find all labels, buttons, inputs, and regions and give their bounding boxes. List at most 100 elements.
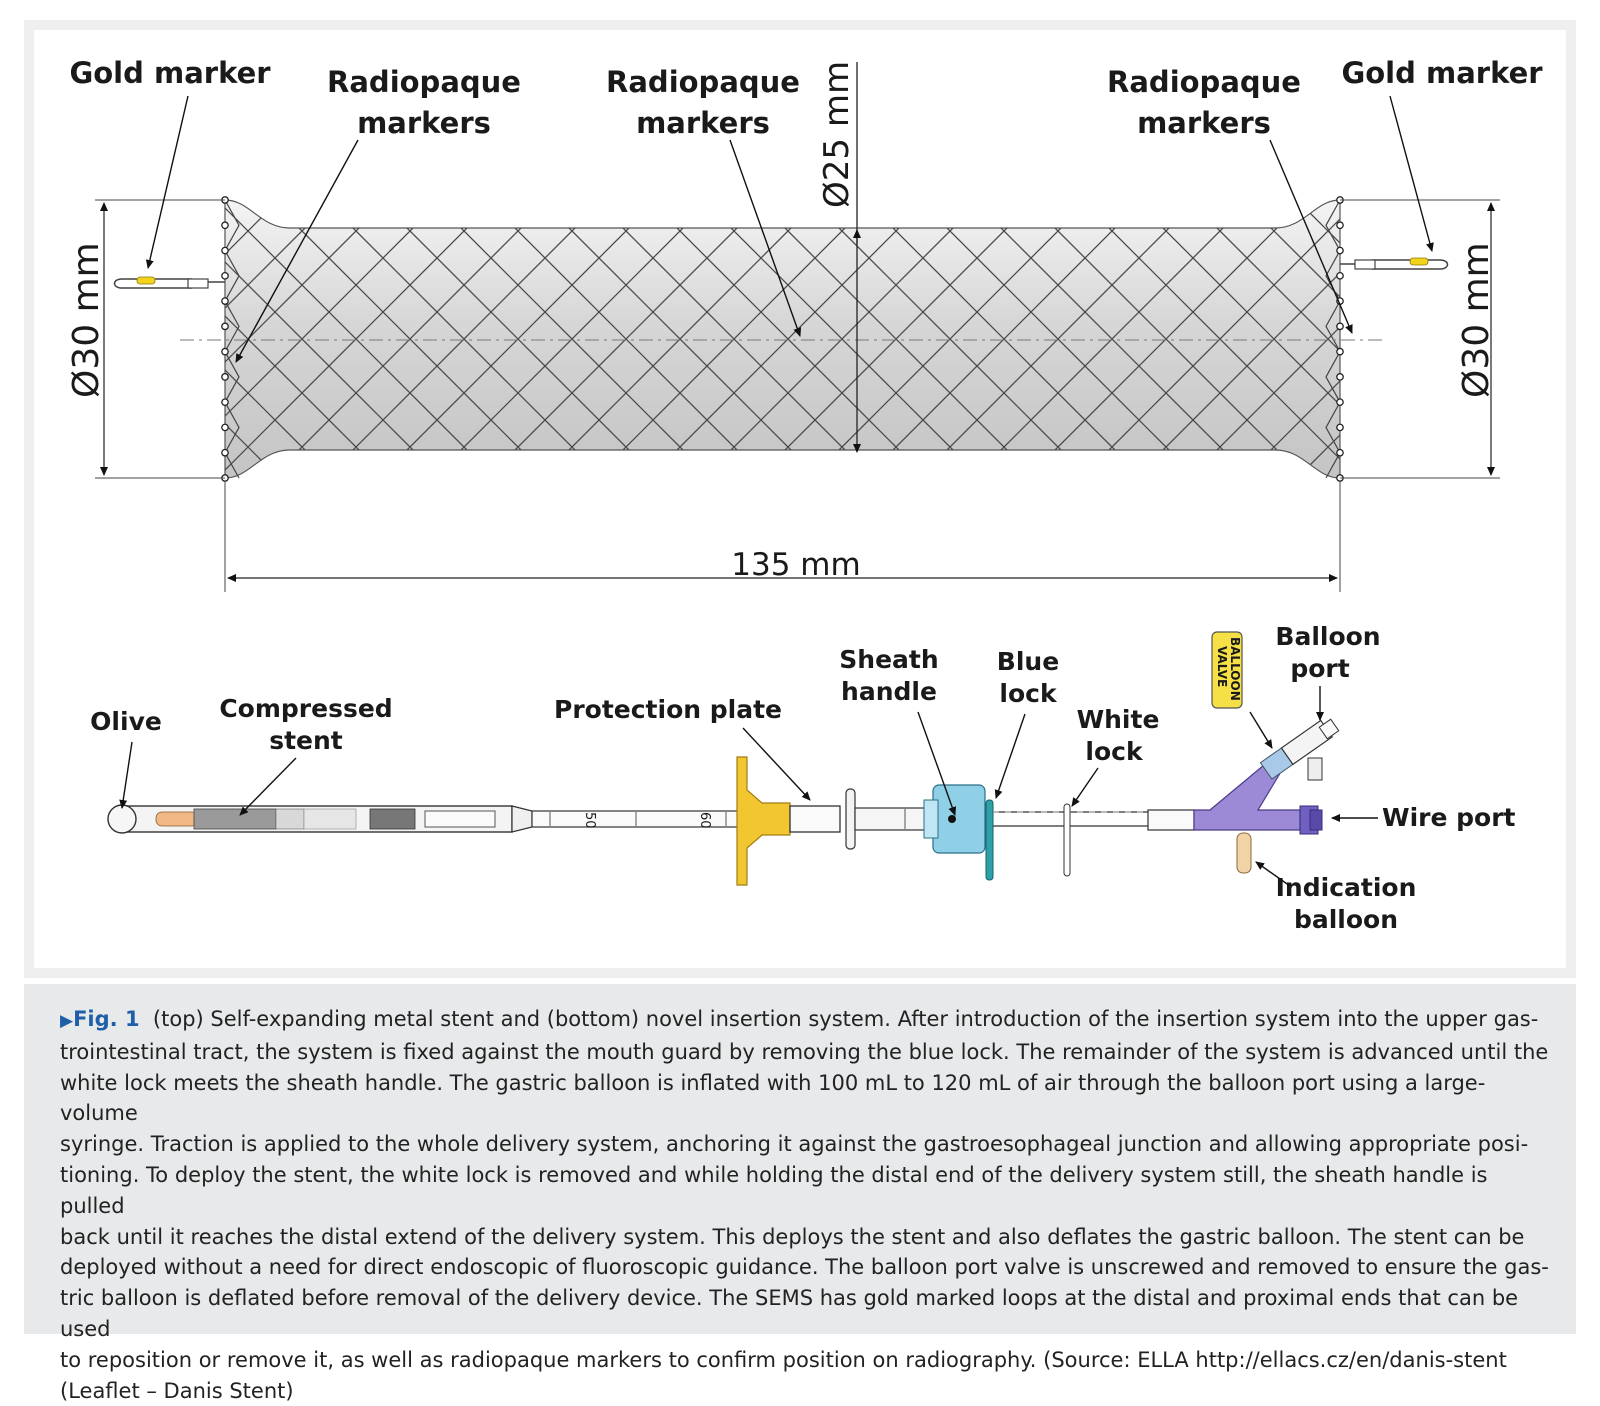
- caption-line-8: tric balloon is deflated before removal …: [60, 1286, 1519, 1341]
- balloon-port-assembly: [1259, 718, 1340, 781]
- radiopaque-marker-dot: [221, 423, 229, 432]
- label-balloon-port-1: Balloon: [1275, 622, 1380, 651]
- scale-label-60: 60: [697, 812, 712, 829]
- radiopaque-marker-dot: [1336, 373, 1344, 381]
- label-blue-lock-1: Blue: [997, 647, 1059, 676]
- stent-wire: [486, 200, 766, 478]
- caption-line-text: (top) Self-expanding metal stent and (bo…: [152, 1007, 1539, 1031]
- radiopaque-marker-dot: [221, 297, 229, 305]
- compressed-stent-mesh-4: [369, 808, 416, 830]
- gold-marker-right: [1409, 257, 1429, 266]
- radiopaque-marker-dot: [221, 271, 229, 280]
- stent-wire: [864, 200, 1144, 478]
- stent-wire: [225, 200, 334, 478]
- label-sheath-handle-2: handle: [841, 677, 937, 706]
- label-sheath-handle-1: Sheath: [839, 645, 938, 674]
- caption-fig-label: Fig. 1: [73, 1007, 140, 1031]
- compressed-stent-mesh-1: [193, 808, 277, 830]
- stent-crowns-left: [221, 196, 240, 482]
- label-radiopaque-center-1: Radiopaque: [606, 65, 800, 99]
- label-protection-plate: Protection plate: [554, 695, 782, 724]
- stent-wire: [225, 200, 226, 478]
- stent-wire: [594, 200, 874, 478]
- radiopaque-marker-dot: [1336, 271, 1344, 280]
- dim-label-left: Ø30 mm: [66, 242, 107, 398]
- dim-right: [1340, 199, 1500, 479]
- scale-label-50: 50: [582, 812, 597, 829]
- stent-wire: [648, 200, 928, 478]
- stent-wire: [540, 200, 820, 478]
- stent-wire: [270, 200, 550, 478]
- caption-line-9: to reposition or remove it, as well as r…: [60, 1347, 1507, 1372]
- label-indication-balloon-2: balloon: [1294, 905, 1398, 934]
- label-balloon-port-2: port: [1290, 654, 1349, 683]
- stent-wire: [432, 200, 712, 478]
- caption-line-4: syringe. Traction is applied to the whol…: [60, 1132, 1529, 1157]
- label-radiopaque-center-2: markers: [636, 106, 770, 140]
- label-radiopaque-left-2: markers: [357, 106, 491, 140]
- stent-wire: [1513, 200, 1600, 478]
- stent-wire: [1188, 200, 1340, 478]
- label-olive: Olive: [90, 707, 162, 736]
- radiopaque-marker-dot: [221, 347, 229, 356]
- radiopaque-marker-dot: [221, 221, 229, 230]
- white-lock: [1063, 803, 1071, 877]
- stent-diagram: Ø25 mm Ø30 mm Ø30 mm 135 mm Gold marker …: [66, 56, 1600, 934]
- radiopaque-marker-dot: [1336, 322, 1344, 331]
- stent-wire: [225, 200, 496, 478]
- stent-crown-wire: [224, 199, 240, 479]
- caption-line-2: trointestinal tract, the system is fixed…: [60, 1039, 1549, 1064]
- dim-label-right: Ø30 mm: [1456, 242, 1497, 398]
- stent-crown-wire: [1325, 199, 1341, 479]
- protection-plate: [736, 756, 791, 886]
- radiopaque-marker-dot: [1336, 398, 1344, 407]
- label-radiopaque-right-1: Radiopaque: [1107, 65, 1301, 99]
- radiopaque-marker-dot: [221, 322, 229, 331]
- compressed-stent-core: [155, 811, 199, 827]
- label-indication-balloon-1: Indication: [1276, 873, 1417, 902]
- svg-text:BALLOON: BALLOON: [1228, 637, 1242, 701]
- radiopaque-marker-dot: [221, 448, 229, 457]
- caption-box: [24, 984, 1576, 1334]
- label-gold-marker-right: Gold marker: [1341, 56, 1543, 90]
- caption-triangle-icon: ▶: [60, 1011, 74, 1031]
- stent-wire: [1080, 200, 1340, 478]
- stent-wire: [225, 200, 334, 478]
- compressed-stent-mesh-3: [303, 808, 357, 830]
- indication-balloon: [1236, 832, 1252, 874]
- caption-line-6: back until it reaches the distal extend …: [60, 1224, 1525, 1249]
- dim-length: [224, 482, 1341, 592]
- radiopaque-marker-dot: [221, 246, 229, 255]
- radiopaque-marker-dot: [1336, 423, 1344, 432]
- stent-wire: [1567, 200, 1600, 478]
- dim-label-center: Ø25 mm: [817, 61, 857, 208]
- stent-wire: [972, 200, 1252, 478]
- label-blue-lock-2: lock: [999, 679, 1058, 708]
- gold-marker-loop-right: [1340, 257, 1449, 270]
- caption-line-7: deployed without a need for direct endos…: [60, 1255, 1549, 1280]
- label-white-lock-2: lock: [1085, 737, 1144, 766]
- svg-text:VALVE: VALVE: [1215, 646, 1229, 687]
- radiopaque-marker-dot: [221, 373, 229, 381]
- stent-wire: [1405, 200, 1600, 478]
- stent-wire: [225, 200, 280, 478]
- dim-label-length: 135 mm: [731, 547, 860, 583]
- stent-wire: [225, 200, 226, 478]
- olive-tip: [107, 804, 137, 834]
- shaft-connector: [1147, 809, 1195, 831]
- label-radiopaque-right-2: markers: [1137, 106, 1271, 140]
- stent-wire: [1567, 200, 1600, 478]
- stent-wire: [1242, 200, 1340, 478]
- stent-wire: [1405, 200, 1600, 478]
- stent-wire: [1134, 200, 1340, 478]
- radiopaque-marker-dot: [1336, 347, 1344, 356]
- label-compressed-stent-1: Compressed: [219, 694, 392, 723]
- stent-wire: [1513, 200, 1600, 478]
- label-gold-marker-left: Gold marker: [69, 56, 271, 90]
- stent-wire: [225, 200, 442, 478]
- sheath-collar: [845, 788, 856, 850]
- radiopaque-marker-dot: [1336, 448, 1344, 457]
- inner-marker: [424, 810, 496, 828]
- figure-caption: ▶Fig. 1 (top) Self-expanding metal stent…: [60, 1004, 1550, 1406]
- label-compressed-stent-2: stent: [269, 726, 343, 755]
